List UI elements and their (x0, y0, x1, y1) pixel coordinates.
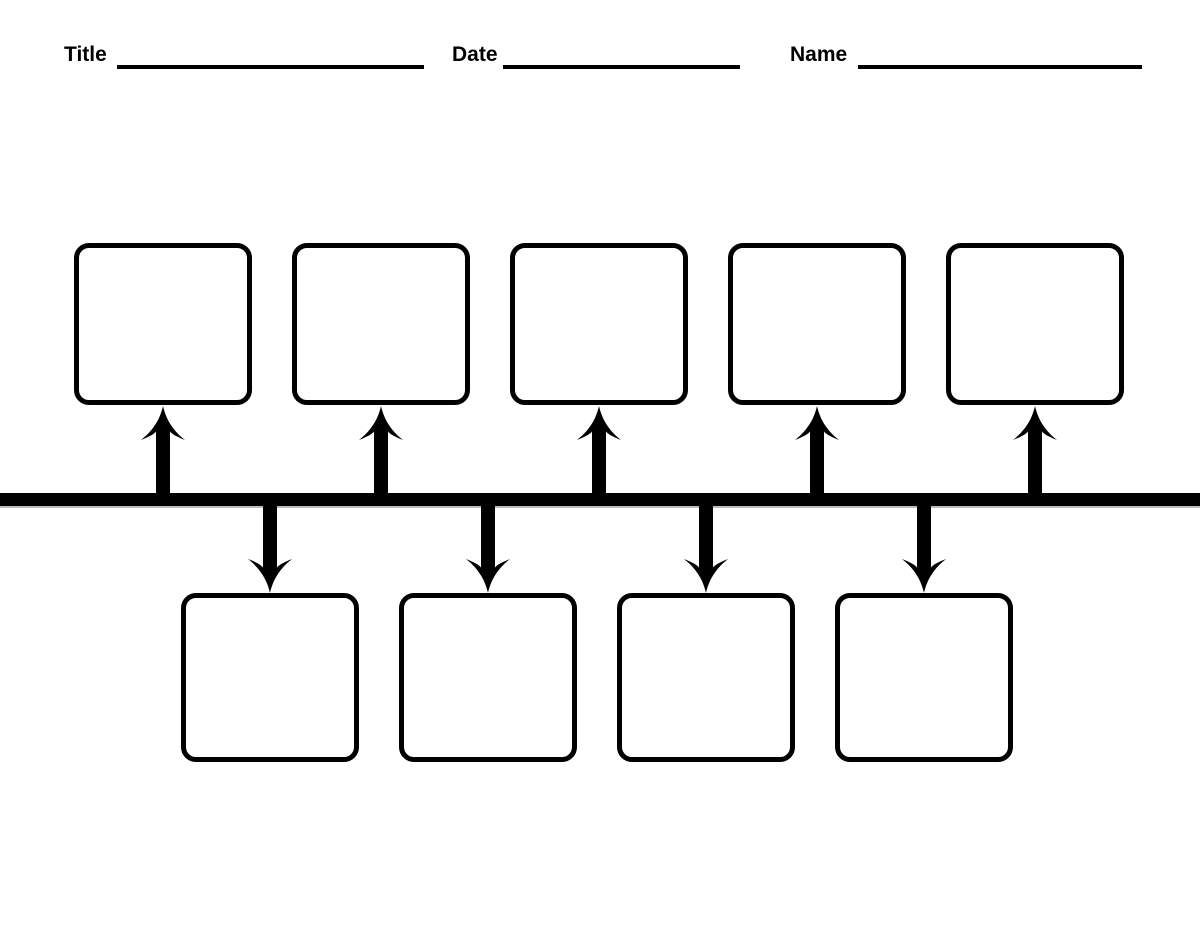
event-box-bottom-2 (399, 593, 577, 762)
name-blank-line (858, 65, 1142, 69)
up-arrow-icon (1013, 406, 1057, 493)
up-arrow-icon (359, 406, 403, 493)
down-arrow-icon (902, 506, 946, 593)
event-box-top-1 (74, 243, 252, 405)
event-box-top-4 (728, 243, 906, 405)
up-arrow-icon (141, 406, 185, 493)
event-box-top-2 (292, 243, 470, 405)
up-arrow-icon (795, 406, 839, 493)
title-blank-line (117, 65, 424, 69)
event-box-bottom-3 (617, 593, 795, 762)
event-box-top-3 (510, 243, 688, 405)
title-field-label: Title (64, 43, 107, 66)
down-arrow-icon (684, 506, 728, 593)
date-blank-line (503, 65, 740, 69)
date-field-label: Date (452, 43, 498, 66)
event-box-bottom-1 (181, 593, 359, 762)
up-arrow-icon (577, 406, 621, 493)
name-field-label: Name (790, 43, 848, 66)
down-arrow-icon (248, 506, 292, 593)
event-box-top-5 (946, 243, 1124, 405)
down-arrow-icon (466, 506, 510, 593)
event-box-bottom-4 (835, 593, 1013, 762)
timeline-bar (0, 493, 1200, 508)
